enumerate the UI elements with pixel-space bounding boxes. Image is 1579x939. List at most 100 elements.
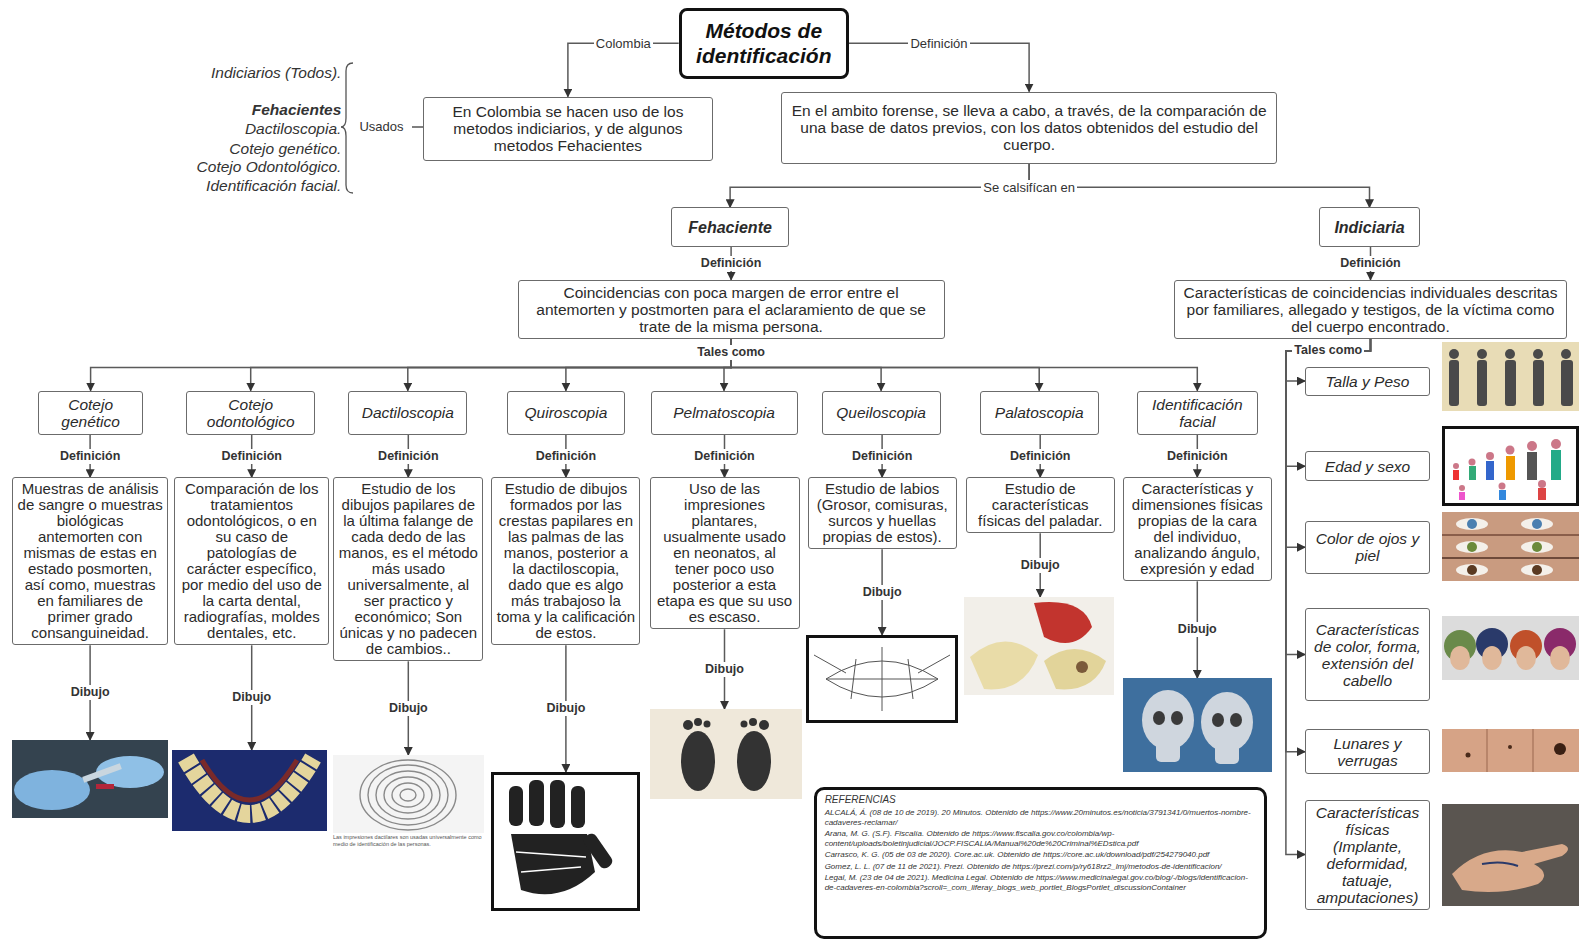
illustration-part bbox=[1230, 713, 1242, 727]
age-sex-image bbox=[1442, 426, 1579, 506]
physical-features-photo bbox=[1442, 804, 1579, 906]
illustration-part bbox=[1521, 541, 1553, 553]
definition-box: Muestras de análisis de sangre o muestra… bbox=[12, 477, 168, 645]
illustration-part bbox=[581, 831, 614, 870]
hair-photo bbox=[1442, 616, 1579, 680]
illustration-part bbox=[1459, 485, 1465, 491]
node-text: Características físicas (Implante, defor… bbox=[1310, 804, 1425, 906]
illustration-part bbox=[1467, 565, 1477, 575]
illustration-part bbox=[1442, 342, 1579, 411]
illustration-part bbox=[1467, 542, 1477, 552]
node-text: Indiciaria bbox=[1334, 218, 1404, 237]
list-item: Dactiloscopia. bbox=[245, 119, 342, 138]
drawing-label: Dibujo bbox=[1176, 622, 1219, 637]
illustration-part bbox=[1142, 690, 1253, 764]
illustration-part bbox=[493, 774, 639, 910]
feature-box: Edad y sexo bbox=[1305, 451, 1430, 481]
illustration-part bbox=[1452, 844, 1568, 892]
illustration-part bbox=[392, 783, 424, 807]
illustration-part bbox=[1034, 602, 1092, 643]
lip-diagram bbox=[806, 635, 958, 723]
illustration-part bbox=[1561, 360, 1573, 406]
drawing-label: Dibujo bbox=[861, 585, 904, 600]
connector bbox=[568, 43, 679, 96]
node-text: Estudio de características físicas del p… bbox=[971, 481, 1110, 529]
method-box: Cotejo genético bbox=[38, 391, 143, 435]
illustration-part bbox=[1550, 646, 1570, 670]
illustration-part bbox=[882, 647, 883, 711]
node-text: Estudio de los dibujos papilares de la ú… bbox=[338, 481, 478, 657]
illustration-part bbox=[650, 709, 802, 799]
palm-print-image bbox=[491, 772, 640, 911]
node-text: Comparación de los tratamientos odontoló… bbox=[179, 481, 324, 641]
connector bbox=[91, 339, 732, 391]
node-text: Muestras de análisis de sangre o muestra… bbox=[17, 481, 163, 641]
illustration-part bbox=[1482, 862, 1518, 866]
node-text: Fehaciente bbox=[688, 218, 772, 237]
illustration-part bbox=[1506, 446, 1515, 455]
node-text: Queiloscopia bbox=[836, 404, 926, 421]
illustration-part bbox=[360, 760, 456, 830]
illustration-part bbox=[96, 784, 114, 789]
illustration-part bbox=[1521, 518, 1553, 530]
illustration-part bbox=[1449, 349, 1459, 359]
illustration-part bbox=[1453, 439, 1561, 500]
edge-label: Definición bbox=[534, 449, 598, 464]
node-text: Características de coincidencias individ… bbox=[1179, 284, 1562, 335]
definition-box: Estudio de características físicas del p… bbox=[966, 477, 1115, 533]
list-item: Identificación facial. bbox=[206, 176, 341, 195]
illustration-part bbox=[694, 718, 702, 726]
illustration-part bbox=[509, 786, 523, 826]
illustration-part bbox=[529, 780, 544, 826]
illustration-part bbox=[571, 786, 585, 828]
illustration-part bbox=[1453, 470, 1459, 480]
illustration-part bbox=[368, 765, 448, 825]
method-box: Pelmatoscopia bbox=[651, 391, 798, 435]
edge-label: Definición bbox=[58, 449, 122, 464]
method-box: Identificación facial bbox=[1137, 391, 1258, 435]
illustration-part bbox=[1505, 349, 1515, 359]
feature-box: Lunares y verrugas bbox=[1305, 729, 1430, 774]
illustration-part bbox=[1456, 518, 1553, 576]
illustration-part bbox=[172, 750, 327, 831]
illustration-part bbox=[1533, 349, 1543, 359]
illustration-part bbox=[737, 731, 771, 791]
illustration-part bbox=[814, 655, 846, 673]
illustration-part bbox=[186, 758, 313, 814]
illustration-part bbox=[851, 659, 856, 699]
illustration-part bbox=[1442, 534, 1579, 536]
process-box: Coincidencias con poca margen de error e… bbox=[518, 280, 945, 339]
illustration-part bbox=[1444, 428, 1578, 505]
edge-label: Definición bbox=[1008, 449, 1072, 464]
node-text: En Colombia se hacen uso de los metodos … bbox=[428, 103, 708, 154]
illustration-part bbox=[1477, 349, 1487, 359]
definition-box: Estudio de los dibujos papilares de la ú… bbox=[333, 477, 483, 661]
illustration-part bbox=[749, 718, 757, 726]
illustration-part bbox=[741, 721, 748, 728]
illustration-part bbox=[376, 771, 440, 819]
brace bbox=[341, 63, 353, 193]
illustration-part bbox=[1532, 565, 1542, 575]
illustration-part bbox=[1453, 463, 1459, 469]
node-text: Carrasco, K. G. (05 de 03 de 2020). Core… bbox=[825, 850, 1256, 860]
illustration-part bbox=[1467, 519, 1542, 575]
illustration-part bbox=[1459, 492, 1465, 500]
illustration-part bbox=[384, 777, 432, 813]
fingerprint-image bbox=[333, 755, 484, 833]
node-text: Legal, M. (23 de 04 de 2021). Medicina L… bbox=[825, 873, 1256, 892]
illustration-part bbox=[1153, 711, 1242, 727]
illustration-part bbox=[333, 755, 484, 833]
illustration-part bbox=[908, 659, 913, 699]
node-text: Palatoscopia bbox=[995, 404, 1084, 421]
node-text: En el ambito forense, se lleva a cabo, a… bbox=[786, 102, 1271, 153]
moles-photo bbox=[1442, 729, 1579, 772]
feature-box: Talla y Peso bbox=[1305, 367, 1430, 396]
illustration-part bbox=[14, 770, 90, 810]
edge-label: Definición bbox=[850, 449, 914, 464]
illustration-part bbox=[681, 718, 771, 791]
connector bbox=[1286, 339, 1371, 466]
illustration-part bbox=[683, 720, 693, 730]
process-box: En Colombia se hacen uso de los metodos … bbox=[423, 97, 713, 161]
illustration-part bbox=[1456, 541, 1488, 553]
connector bbox=[731, 339, 1039, 391]
